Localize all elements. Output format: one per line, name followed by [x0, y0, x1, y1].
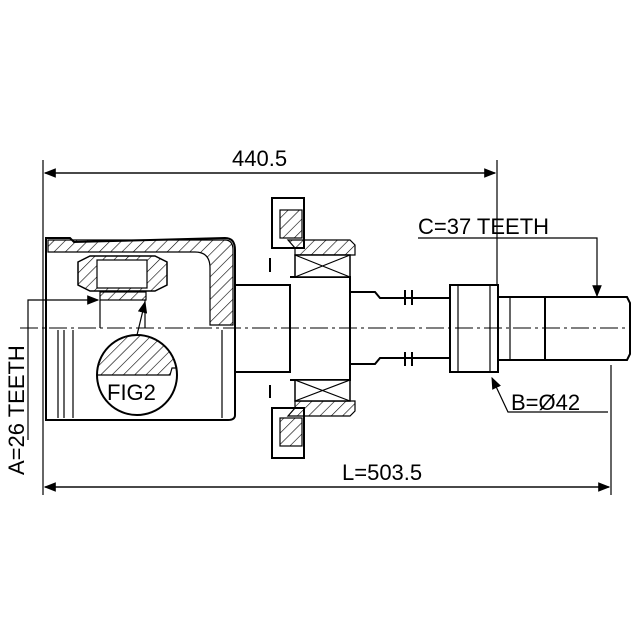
outer-housing — [45, 236, 236, 421]
fig2-label: FIG2 — [107, 380, 156, 405]
fig2-detail: FIG2 — [96, 300, 178, 416]
diameter-label: B=Ø42 — [511, 390, 580, 415]
dim-top-label: 440.5 — [232, 146, 287, 171]
bearing-bracket — [269, 197, 356, 459]
spline-inner-label: A=26 TEETH — [4, 345, 29, 475]
dimensions: 440.5 L=503.5 C=37 TEETH B=Ø42 A=26 TEET… — [4, 146, 612, 495]
spline-outer-label: C=37 TEETH — [418, 214, 549, 239]
dim-length-label: L=503.5 — [342, 460, 422, 485]
